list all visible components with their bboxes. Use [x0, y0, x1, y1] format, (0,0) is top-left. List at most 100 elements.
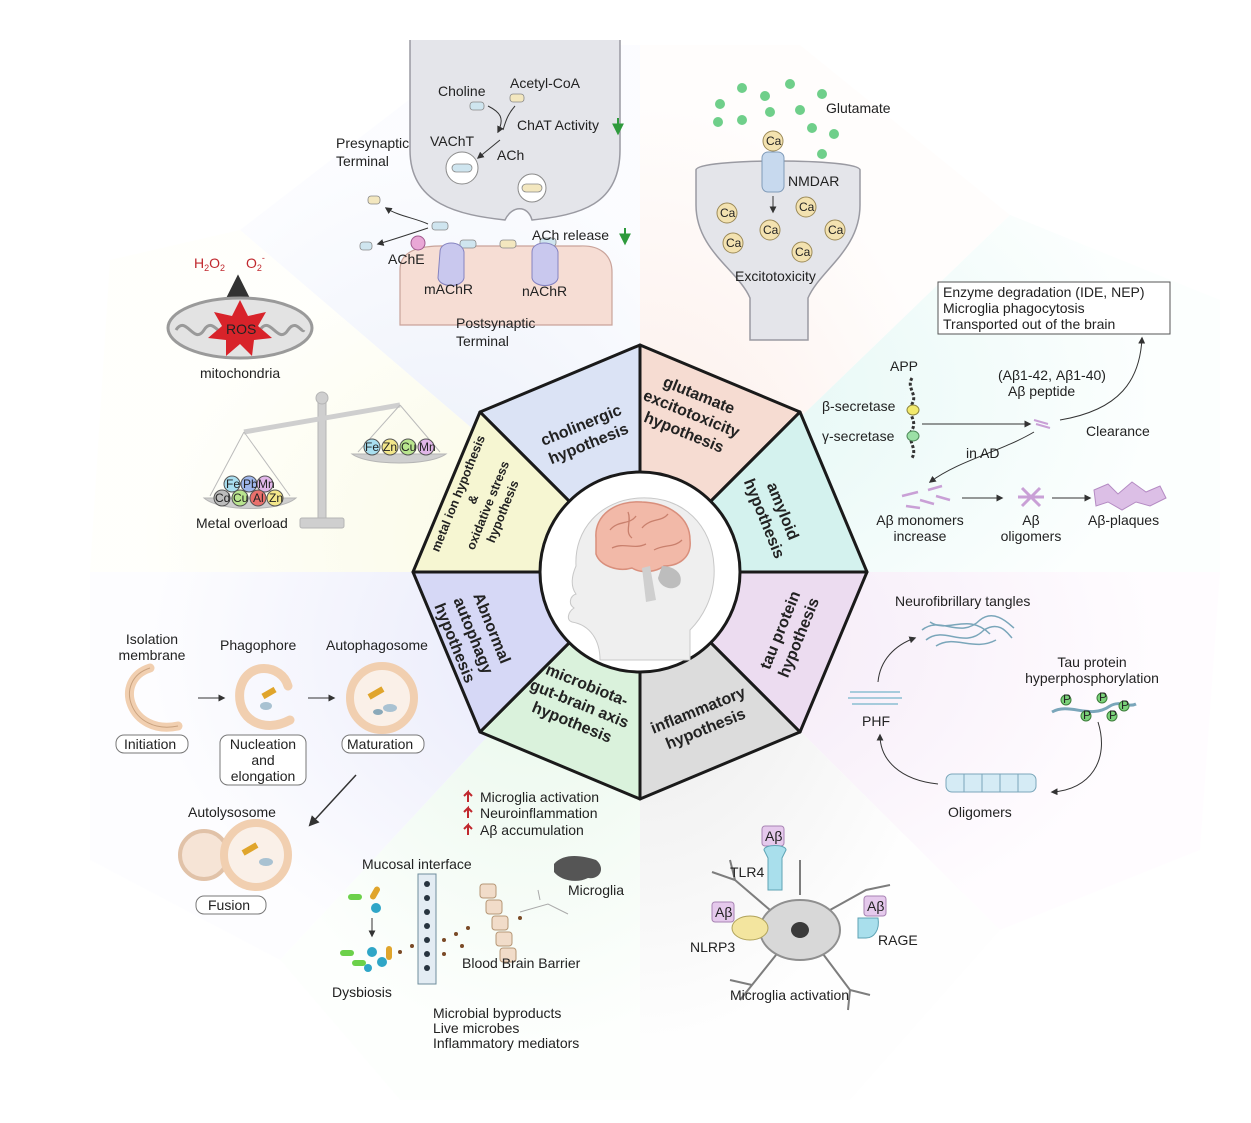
acetyl-coa-label: Acetyl-CoA	[510, 75, 581, 91]
abeta-monomers	[901, 484, 951, 510]
ach-label: ACh	[497, 147, 524, 163]
svg-text:Transported out of the brain: Transported out of the brain	[943, 316, 1115, 332]
svg-text:Mn: Mn	[419, 440, 436, 454]
svg-text:Cu: Cu	[233, 491, 248, 505]
nlrp3-complex	[731, 915, 769, 941]
brainstem-icon	[642, 566, 656, 602]
svg-text:Al: Al	[253, 491, 264, 505]
mitochondria-label: mitochondria	[200, 365, 280, 381]
nlrp3-label: NLRP3	[690, 939, 735, 955]
tau-oligomers-label: Oligomers	[948, 804, 1012, 820]
nmdar-label: NMDAR	[788, 173, 839, 189]
svg-text:Aβ accumulation: Aβ accumulation	[480, 822, 584, 838]
svg-text:Aβ: Aβ	[867, 898, 884, 914]
cerebellum-icon	[658, 566, 681, 589]
tangles-label: Neurofibrillary tangles	[895, 593, 1030, 609]
in-ad-label: in AD	[966, 445, 999, 461]
svg-text:Ca: Ca	[720, 206, 736, 220]
ache-enzyme	[410, 235, 426, 251]
choline-label: Choline	[438, 83, 486, 99]
inflammatory-panel: Aβ TLR4 Aβ NLRP3 Aβ RAGE Microglia activ…	[690, 825, 918, 1011]
microglia-small	[554, 856, 602, 881]
svg-text:Zn: Zn	[269, 491, 283, 505]
autolysosome	[220, 819, 292, 891]
peptide-variants-label: (Aβ1-42, Aβ1-40)	[998, 367, 1106, 383]
app-label: APP	[890, 358, 918, 374]
fusion-badge	[195, 895, 267, 915]
abeta-oligomers	[1018, 486, 1044, 508]
glutamate-label: Glutamate	[826, 100, 891, 116]
blood-brain-barrier	[479, 883, 517, 963]
phf-filaments	[848, 691, 902, 705]
amyloid-panel: Enzyme degradation (IDE, NEP) Microglia …	[822, 281, 1171, 544]
svg-text:ROS: ROS	[226, 321, 256, 337]
tlr4-receptor	[763, 845, 787, 891]
excitotoxicity-label: Excitotoxicity	[735, 268, 816, 284]
nmdar-channel	[761, 151, 785, 193]
svg-text:Zn: Zn	[383, 440, 397, 454]
mucosal-interface	[417, 873, 437, 985]
svg-text:Ca: Ca	[828, 223, 844, 237]
brain-icon	[595, 501, 691, 573]
central-head	[538, 470, 742, 674]
svg-text:Mn: Mn	[258, 477, 275, 491]
maturation-badge	[341, 734, 425, 754]
microglia-activation-label: Microglia activation	[730, 987, 849, 1003]
svg-text:P: P	[1083, 708, 1091, 722]
tau-oligomers	[945, 773, 1037, 793]
rage-receptor	[857, 917, 879, 939]
ros-burst	[208, 300, 272, 356]
microglia-cell	[711, 859, 891, 1011]
byproduct-dots	[398, 916, 522, 956]
microglia-label: Microglia	[568, 882, 624, 898]
machr-label: mAChR	[424, 281, 473, 297]
svg-text:Maturation: Maturation	[347, 736, 413, 752]
svg-text:Fe: Fe	[365, 440, 379, 454]
clearance-label: Clearance	[1086, 423, 1150, 439]
svg-text:Microglia activation: Microglia activation	[480, 789, 599, 805]
nachr-label: nAChR	[522, 283, 567, 299]
pan-left-metals: Fe Pb Mn Cd Cu Al Zn	[213, 475, 284, 507]
phosphate-groups	[1060, 692, 1130, 722]
beta-secretase-label: β-secretase	[822, 398, 896, 414]
svg-text:Fusion: Fusion	[208, 897, 250, 913]
svg-text:Enzyme degradation (IDE, NEP): Enzyme degradation (IDE, NEP)	[943, 284, 1145, 300]
nachr-receptor	[531, 242, 559, 286]
svg-text:Initiation: Initiation	[124, 736, 176, 752]
h2o2-label: H2O2	[194, 255, 225, 273]
rage-label: RAGE	[878, 932, 918, 948]
clearance-box	[937, 281, 1171, 335]
svg-text:Neuroinflammation: Neuroinflammation	[480, 805, 598, 821]
svg-text:P: P	[1099, 690, 1107, 704]
clearance-arrow	[1059, 336, 1146, 421]
phf-label: PHF	[862, 713, 890, 729]
svg-text:P: P	[1109, 708, 1117, 722]
cholinergic-panel: Choline Acetyl-CoA ChAT Activity VAChT A…	[336, 40, 631, 349]
svg-text:Aβ: Aβ	[715, 904, 732, 920]
svg-text:Ca: Ca	[766, 134, 782, 148]
microbiota-panel: Microglia activation Neuroinflammation A…	[332, 789, 624, 1051]
neurofibrillary-tangles	[921, 615, 1015, 647]
metal-panel: H2O2 O2- ROS mitochondria Fe Zn Cu Mn	[166, 253, 448, 531]
svg-text:Microglia phagocytosis: Microglia phagocytosis	[943, 300, 1085, 316]
pan-right-metals: Fe Zn Cu Mn	[363, 438, 436, 456]
mucosal-label: Mucosal interface	[362, 856, 472, 872]
machr-receptor	[437, 242, 465, 286]
effects-list: Microglia activation Neuroinflammation A…	[463, 789, 599, 838]
svg-text:Fe: Fe	[226, 477, 240, 491]
svg-text:Cu: Cu	[401, 440, 416, 454]
chat-activity-label: ChAT Activity	[517, 117, 599, 133]
svg-text:P: P	[1063, 692, 1071, 706]
calcium-ions	[716, 196, 846, 263]
svg-text:Ca: Ca	[763, 223, 779, 237]
svg-text:Aβ: Aβ	[765, 828, 782, 844]
nucleation-badge	[219, 734, 307, 786]
svg-text:Ca: Ca	[726, 236, 742, 250]
